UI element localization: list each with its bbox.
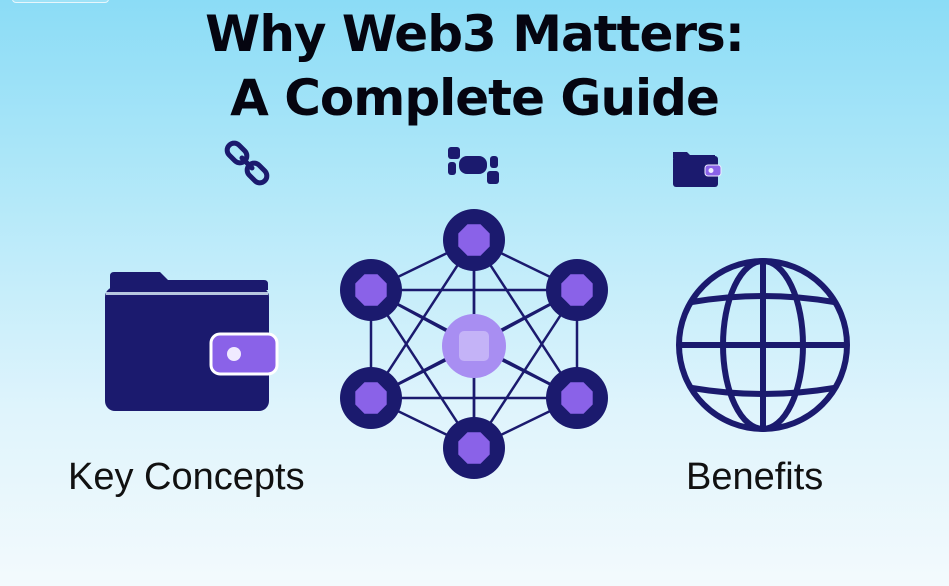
title-line-2: A Complete Guide	[230, 69, 720, 127]
wallet-small-icon	[673, 152, 722, 187]
network-node-core	[561, 382, 593, 414]
network-node-core	[355, 274, 387, 306]
network-node-core	[561, 274, 593, 306]
benefits-label: Benefits	[686, 456, 824, 498]
network-node-core	[355, 382, 387, 414]
wallet-icon	[105, 272, 279, 411]
network-icon	[340, 209, 608, 479]
network-edge	[369, 289, 476, 449]
blocks-icon	[448, 147, 499, 184]
chain-link-icon	[224, 140, 270, 186]
network-node-core	[458, 432, 490, 464]
network-edge	[472, 289, 579, 449]
network-center-core	[459, 331, 489, 361]
title-line-1: Why Web3 Matters:	[205, 5, 745, 63]
network-node-core	[458, 224, 490, 256]
key-concepts-label: Key Concepts	[68, 456, 305, 498]
globe-icon	[676, 258, 850, 432]
